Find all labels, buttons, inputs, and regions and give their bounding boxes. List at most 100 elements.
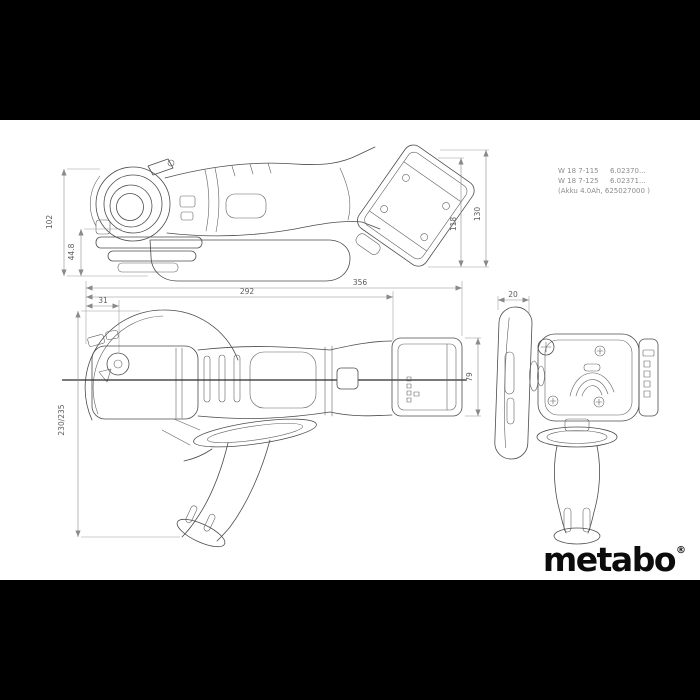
- dim-230-235: 230/235: [57, 404, 66, 435]
- grille-top-slot: [583, 363, 601, 372]
- spindle-bore: [116, 193, 144, 221]
- battery-screw-4: [420, 233, 429, 241]
- registered-trademark-icon: ®: [676, 545, 686, 556]
- handle-cap-front: [553, 527, 601, 545]
- phillips-screw-2: [594, 345, 606, 357]
- phillips-screw-4: [593, 396, 605, 408]
- battery-led-front-4: [643, 390, 651, 398]
- dim-356: 356: [353, 278, 368, 287]
- dim-79: 79: [465, 372, 474, 382]
- battery-screw-2: [442, 202, 450, 210]
- battery-led-1: [406, 376, 412, 382]
- product-variant-row: W 18 7-115 6.02370...: [558, 166, 650, 176]
- guard-clamp: [95, 219, 111, 235]
- handle-flange-front-inner: [546, 430, 608, 444]
- battery-led-3: [406, 390, 412, 396]
- dim-130: 130: [473, 207, 482, 222]
- disc-arc-outer: [84, 309, 239, 421]
- guard-front-outline: [494, 306, 533, 460]
- phillips-screw-3: [547, 395, 559, 407]
- phillips-screw-large: [537, 338, 555, 356]
- lever-knob: [167, 159, 175, 167]
- gear-head-ring: [103, 174, 163, 234]
- product-model-2: W 18 7-125: [558, 177, 599, 185]
- battery-latch: [355, 233, 381, 255]
- guard-plate-2: [107, 250, 197, 262]
- product-variant-row: W 18 7-125 6.02371...: [558, 176, 650, 186]
- front-view-dimensions: 20: [497, 290, 530, 314]
- battery-top-view: [391, 337, 463, 417]
- body-top-edge-top-view: [197, 340, 393, 351]
- drawing-canvas: 102 44.8 118 130 356: [0, 120, 700, 580]
- battery-led-4: [406, 397, 412, 403]
- vent-slit-2: [249, 163, 254, 175]
- gear-body-front-inner: [544, 339, 633, 416]
- thumb-rest: [336, 367, 359, 390]
- battery-led-front-2: [643, 370, 651, 378]
- dim-20: 20: [508, 290, 518, 299]
- dim-102: 102: [45, 215, 54, 230]
- battery-seam-1: [403, 161, 462, 203]
- dim-44-8: 44.8: [67, 243, 76, 260]
- clamp-band-2: [214, 167, 220, 233]
- guard-clamp-lever: [504, 351, 515, 395]
- guard-plate-1: [95, 236, 203, 249]
- body-bottom-edge: [166, 221, 381, 237]
- battery-icon: [413, 391, 420, 397]
- handle-flange-inner: [207, 423, 303, 443]
- letterbox-bottom: [0, 580, 700, 700]
- battery-button-front: [642, 349, 655, 357]
- battery-edge-front: [638, 338, 659, 417]
- handle-cap-slots: [185, 505, 216, 532]
- grille-arc-1: [569, 372, 615, 397]
- grille-arc-3: [581, 385, 603, 397]
- handle-cap: [176, 518, 226, 548]
- vent-rib-2: [218, 354, 226, 403]
- battery-screw-1: [402, 174, 410, 182]
- dim-31: 31: [98, 296, 108, 305]
- metabo-logo: metabo®: [543, 543, 686, 576]
- metabo-logo-text: metabo: [542, 540, 677, 579]
- guard-clamp-lever-2: [506, 397, 515, 425]
- handle-slot-2: [582, 507, 591, 533]
- handle-neck-1: [173, 418, 201, 431]
- handle-neck-2: [161, 429, 191, 446]
- head-block: [91, 345, 199, 420]
- handle-flange-front: [536, 426, 618, 448]
- handle-neck-front: [564, 418, 590, 432]
- product-article-1: 6.02370...: [610, 167, 646, 175]
- guard-front-inner: [504, 317, 510, 449]
- technical-drawing: 102 44.8 118 130 356: [45, 144, 659, 548]
- dim-118: 118: [449, 217, 458, 232]
- battery-led-front-3: [643, 380, 651, 388]
- vent-slit-3: [267, 162, 272, 174]
- guard-plate-3: [117, 262, 179, 273]
- battery-note: (Akku 4.0Ah, 625027000 ): [558, 187, 650, 195]
- vent-rib-3: [233, 354, 241, 403]
- guard-lever-top-2: [105, 330, 119, 340]
- dim-292: 292: [240, 287, 255, 296]
- battery-inner: [364, 151, 468, 260]
- rotation-arrow-mark: [98, 368, 112, 383]
- spindle-lock-center: [113, 359, 123, 369]
- guard-front: [494, 306, 533, 460]
- handle-grip-right: [216, 439, 271, 542]
- battery-top-inner: [397, 343, 457, 411]
- product-info: W 18 7-115 6.02370... W 18 7-125 6.02371…: [558, 166, 650, 196]
- disc-arc-inner: [92, 315, 164, 415]
- spindle-lock-button: [106, 352, 130, 376]
- battery-pack-side: [355, 144, 475, 267]
- body-bottom-edge-top-view: [197, 411, 393, 419]
- front-view: [494, 306, 659, 545]
- top-view-dimensions: 230/235 79: [57, 310, 481, 538]
- clamp-band-1: [204, 169, 210, 232]
- guard-lever: [147, 158, 174, 176]
- length-dimensions: 356 292 31: [85, 278, 463, 352]
- battery-screw-3: [380, 205, 388, 213]
- head-housing-arc: [89, 175, 101, 227]
- handle-slot-1: [563, 507, 572, 533]
- head-detail-1: [179, 195, 196, 208]
- product-article-2: 6.02371...: [610, 177, 646, 185]
- battery-led-2: [406, 383, 412, 389]
- side-view-dimensions: 102 44.8 118 130: [45, 149, 489, 277]
